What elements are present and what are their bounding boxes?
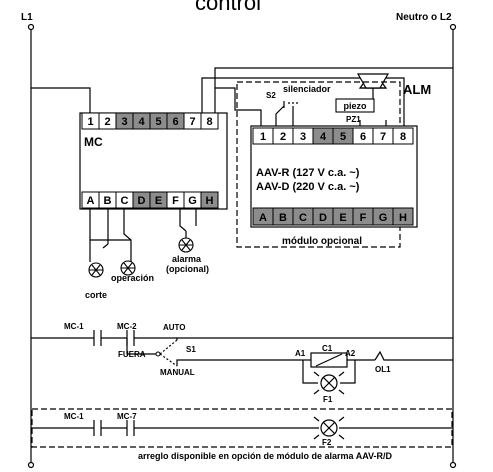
coil-c1-slash [315, 353, 343, 367]
mc-bottom-terminal-label: C [121, 195, 129, 207]
alm-top-terminals: 1 2 3 4 5 6 7 8 [252, 127, 414, 145]
contact-mc1-label: MC-1 [64, 322, 84, 331]
alarm-option-caption: arreglo disponible en opción de módulo d… [138, 451, 393, 461]
mc-bottom-terminal-label: G [188, 195, 197, 207]
mc-top-terminal-label: 4 [138, 116, 145, 128]
a2-label: A2 [345, 349, 356, 358]
s1-label: S1 [186, 345, 196, 354]
mc-top-terminal-label: 6 [172, 116, 178, 128]
sensor-icons [88, 237, 194, 278]
mc-bottom-terminal-label: E [155, 195, 162, 207]
f1-label: F1 [323, 395, 333, 404]
ol1-label: OL1 [375, 365, 391, 374]
alm-top-terminal-label: 2 [280, 131, 286, 143]
alm-bottom-terminal-label: F [360, 212, 367, 224]
note-alarma: alarma [172, 254, 202, 264]
alm-bottom-terminal-label: D [319, 212, 327, 224]
optional-module-label: módulo opcional [282, 236, 362, 247]
mc-top-terminal-label: 5 [155, 116, 161, 128]
operacion-sensor-icon [120, 260, 136, 276]
f2-label: F2 [322, 438, 332, 447]
alarm-mc1-label: MC-1 [64, 412, 84, 421]
alm-top-terminal-label: 4 [320, 131, 327, 143]
note-alarma-optional: (opcional) [166, 264, 209, 274]
alm-bottom-terminal-label: G [379, 212, 388, 224]
mc-bottom-terminal-label: B [104, 195, 112, 207]
alm-top-terminal-label: 3 [300, 131, 306, 143]
alarm-mc7-label: MC-7 [117, 412, 137, 421]
alm-top-terminal-box [392, 127, 414, 145]
mc-bottom-terminal-label: H [206, 195, 214, 207]
lamp-f2-icon [313, 416, 345, 440]
mc-label: MC [84, 135, 103, 149]
alm-model-line-2: AAV-D (220 V c.a. ~) [256, 181, 360, 193]
mc-top-terminal-label: 1 [87, 116, 93, 128]
alm-bottom-terminal-label: B [279, 212, 287, 224]
mc-bottom-terminal-label: F [172, 195, 179, 207]
alm-top-terminal-label: 6 [360, 131, 366, 143]
alm-model-line-1: AAV-R (127 V c.a. ~) [256, 167, 360, 179]
alm-top-terminal-label: 1 [260, 131, 266, 143]
s2-label: S2 [266, 91, 276, 100]
control-rungs [31, 330, 453, 384]
mc-bottom-terminal-box [200, 191, 219, 209]
rail-label-l1: L1 [21, 12, 33, 23]
contact-mc2-label: MC-2 [117, 322, 137, 331]
corte-sensor-icon [88, 262, 104, 278]
a1-label: A1 [295, 349, 306, 358]
power-rails [27, 23, 457, 469]
manual-label: MANUAL [160, 368, 195, 377]
mc-top-terminal-box [200, 112, 219, 130]
alm-bottom-terminal-label: E [339, 212, 346, 224]
mc-sensor-wiring [89, 209, 197, 262]
rail-label-neutral: Neutro o L2 [396, 12, 452, 23]
alm-top-terminal-label: 8 [400, 131, 406, 143]
alm-bottom-terminal-box [392, 207, 414, 226]
mc-top-terminal-label: 3 [121, 116, 127, 128]
note-operacion: operación [111, 273, 154, 283]
mc-top-terminal-label: 8 [206, 116, 212, 128]
alm-label: ALM [403, 82, 431, 97]
mc-bottom-terminal-label: D [138, 195, 146, 207]
alm-top-terminal-label: 7 [380, 131, 386, 143]
alm-bottom-terminal-label: A [259, 212, 267, 224]
pz1-label: PZ1 [346, 115, 361, 124]
mc-top-terminal-label: 2 [104, 116, 110, 128]
silenciador-label: silenciador [283, 84, 331, 94]
fuera-label: FUERA [118, 350, 146, 359]
alarma-sensor-icon [178, 237, 194, 253]
s1-pivot [155, 351, 161, 357]
alm-top-terminal-label: 5 [340, 131, 346, 143]
diagram-title: control [195, 0, 261, 15]
alarm-option-rung [31, 420, 453, 436]
mc-bottom-terminal-label: A [87, 195, 95, 207]
piezo-label: piezo [343, 101, 367, 111]
mc-top-terminal-label: 7 [189, 116, 195, 128]
c1-label: C1 [322, 344, 333, 353]
note-corte: corte [85, 290, 107, 300]
lamp-f1-icon [313, 371, 345, 395]
alm-bottom-terminal-label: C [299, 212, 307, 224]
alm-bottom-terminal-label: H [399, 212, 407, 224]
auto-label: AUTO [163, 323, 186, 332]
